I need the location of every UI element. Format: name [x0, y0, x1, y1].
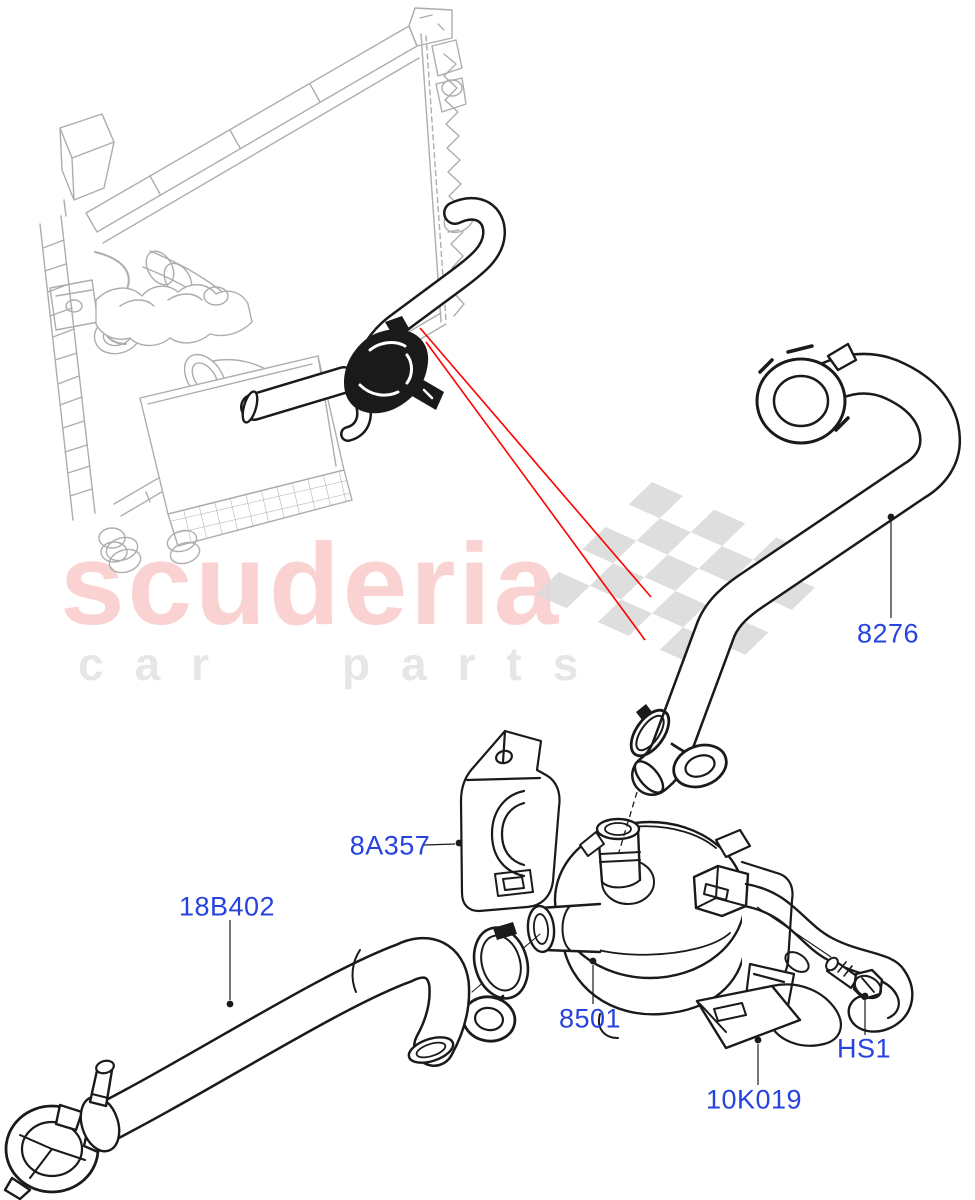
bolt-hs1-line-art	[825, 956, 884, 1001]
watermark-tagline-text: car parts	[78, 638, 610, 690]
part-label-10k019[interactable]: 10K019	[705, 1084, 803, 1115]
leader-lines	[229, 521, 892, 1085]
part-label-8501[interactable]: 8501	[558, 1003, 622, 1034]
upper-hose-line-art	[240, 196, 506, 442]
hose-8276-line-art	[629, 342, 961, 796]
part-label-18b402[interactable]: 18B402	[178, 891, 276, 922]
bracket-10k019-line-art	[692, 864, 914, 1050]
part-label-8276[interactable]: 8276	[856, 618, 920, 649]
bracket-8a357-line-art	[459, 729, 561, 913]
engine-intercooler-line-art	[95, 284, 353, 574]
part-label-8a357[interactable]: 8A357	[349, 830, 431, 861]
watermark-checkered-flag-graphic	[535, 482, 816, 664]
leader-dots	[226, 513, 895, 1044]
watermark-brand-text: scuderia	[60, 519, 562, 649]
pointer-lines	[419, 327, 652, 641]
hose-18b402-line-art	[3, 937, 471, 1200]
part-label-hs1[interactable]: HS1	[836, 1033, 892, 1064]
hose-clamp-line-art	[461, 922, 541, 1043]
